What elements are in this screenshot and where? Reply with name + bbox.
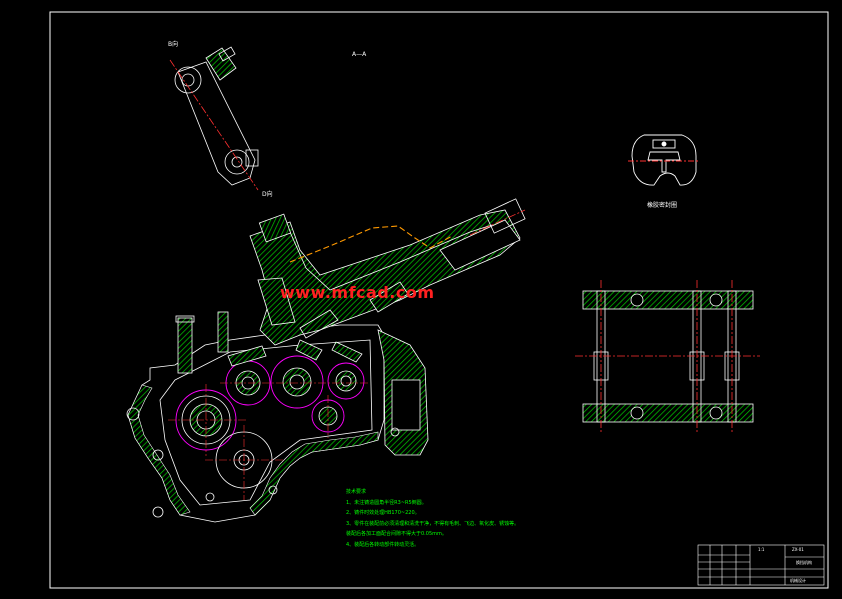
lever-sleeve bbox=[439, 219, 521, 271]
lever-arm-outline bbox=[177, 61, 256, 186]
left-post-cap bbox=[175, 315, 195, 323]
mount-hole bbox=[152, 449, 164, 461]
bottom-plate bbox=[582, 403, 754, 423]
gear-top-3 bbox=[327, 362, 365, 400]
shift-lever-assembly bbox=[249, 198, 526, 346]
pivot-boss bbox=[174, 66, 202, 94]
watermark-text: www.mfcad.com bbox=[280, 283, 435, 302]
lower-boss bbox=[224, 149, 250, 175]
view-d-label: D向 bbox=[262, 191, 273, 198]
seal-inner bbox=[647, 151, 681, 173]
lever-body bbox=[249, 209, 521, 346]
technical-note-item: 4、装配后各转动部件转动灵活。 bbox=[346, 541, 420, 548]
title-block-drawing-no: ZX-01 bbox=[792, 547, 804, 552]
shift-fork bbox=[331, 341, 363, 363]
title-block-scale: 1:1 bbox=[758, 547, 765, 552]
view-b-label: B向 bbox=[168, 41, 179, 48]
lever-end-nut bbox=[484, 198, 526, 234]
title-block bbox=[697, 544, 825, 586]
seal-ring-detail bbox=[628, 134, 700, 186]
housing-bottom-hatch bbox=[249, 431, 379, 516]
mount-hole bbox=[205, 492, 215, 502]
left-post bbox=[177, 317, 193, 374]
mount-hole bbox=[126, 407, 140, 421]
gear-train bbox=[175, 355, 365, 489]
pivot-link bbox=[299, 309, 339, 339]
support-arm bbox=[257, 277, 296, 326]
view-b-detail bbox=[169, 46, 259, 191]
mid-post bbox=[217, 311, 229, 353]
top-clamp bbox=[205, 47, 237, 81]
technical-notes-title: 技术要求 bbox=[346, 489, 367, 495]
technical-note-item: 1、未注铸造圆角半径R3~R5倒圆。 bbox=[346, 499, 427, 506]
drawing-frame bbox=[49, 11, 829, 589]
view-d-detail bbox=[575, 280, 760, 432]
section-label: A—A bbox=[352, 51, 367, 58]
right-bracket-pocket bbox=[391, 379, 421, 431]
oil-channel bbox=[289, 225, 453, 263]
title-block-company: 机械设计 bbox=[790, 578, 806, 583]
seal-ring-caption: 橡胶密封圈 bbox=[647, 202, 678, 209]
mount-hole bbox=[268, 485, 278, 495]
main-assembly bbox=[126, 311, 429, 523]
top-plate bbox=[582, 290, 754, 310]
mount-hole bbox=[152, 506, 164, 518]
technical-note-item: 2、铸件时效处理HB170~220。 bbox=[346, 510, 420, 516]
gear-top-2 bbox=[270, 355, 324, 409]
mount-hole bbox=[390, 427, 400, 437]
center-lines bbox=[168, 382, 370, 500]
seal-outer bbox=[631, 134, 697, 186]
housing-wall-hatch bbox=[127, 384, 191, 516]
shift-fork bbox=[295, 339, 323, 361]
technical-note-item: 装配后各加工面配合间隙不得大于0.05mm。 bbox=[346, 531, 447, 537]
shaft-collar bbox=[258, 213, 292, 243]
technical-notes: 技术要求 1、未注铸造圆角半径R3~R5倒圆。 2、铸件时效处理HB170~22… bbox=[346, 487, 519, 550]
pivot-link bbox=[369, 281, 409, 313]
title-block-name: 换挡机构 bbox=[796, 560, 812, 565]
technical-note-item: 3、零件在装配前必须清理和清洗干净，不得有毛刺、飞边、氧化皮、锈蚀等。 bbox=[346, 520, 520, 527]
shift-fork bbox=[227, 345, 267, 367]
